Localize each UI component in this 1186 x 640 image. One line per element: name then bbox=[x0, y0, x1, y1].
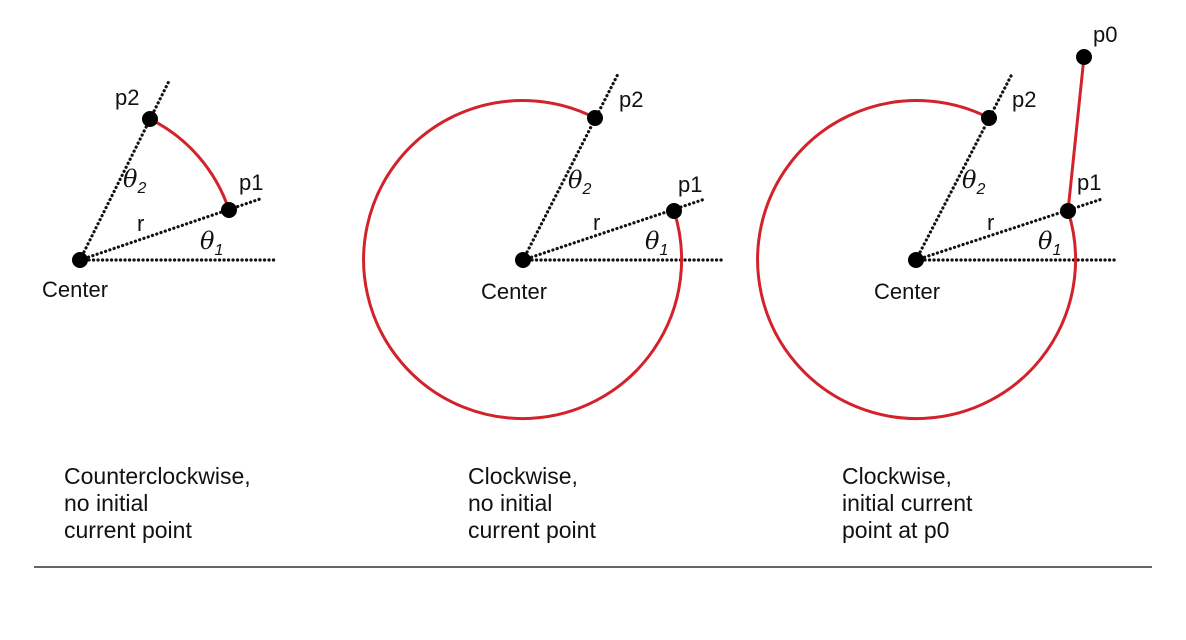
p2-label: p2 bbox=[115, 85, 139, 110]
p1-point bbox=[221, 202, 237, 218]
theta2-label: θ2 bbox=[568, 166, 591, 198]
caption-line-1: Clockwise, bbox=[468, 463, 578, 489]
p2-label: p2 bbox=[619, 87, 643, 112]
p1-label: p1 bbox=[239, 170, 263, 195]
p2-label: p2 bbox=[1012, 87, 1036, 112]
caption-line-2: initial current bbox=[842, 490, 973, 516]
center-label: Center bbox=[42, 277, 108, 302]
radius-label: r bbox=[593, 210, 600, 235]
radius-label: r bbox=[987, 210, 994, 235]
caption-line-3: current point bbox=[64, 517, 192, 543]
p2-point bbox=[142, 111, 158, 127]
p1-label: p1 bbox=[1077, 170, 1101, 195]
theta1-label: θ1 bbox=[1038, 227, 1061, 259]
p2-ray bbox=[914, 72, 1014, 262]
theta1-label: θ1 bbox=[200, 227, 223, 259]
p1-point bbox=[1060, 203, 1076, 219]
p1-point bbox=[666, 203, 682, 219]
p1-ray bbox=[521, 197, 707, 262]
panel-clockwise-initial-point: p0 p2 p1 r θ2 θ1 Center Clockwise, initi… bbox=[756, 22, 1119, 543]
caption-line-2: no initial bbox=[468, 490, 552, 516]
center-point bbox=[515, 252, 531, 268]
p2-point bbox=[587, 110, 603, 126]
theta2-label: θ2 bbox=[962, 166, 985, 198]
caption-line-2: no initial bbox=[64, 490, 148, 516]
p2-point bbox=[981, 110, 997, 126]
radius-label: r bbox=[137, 211, 144, 236]
center-label: Center bbox=[481, 279, 547, 304]
theta2-label: θ2 bbox=[123, 165, 146, 197]
center-point bbox=[72, 252, 88, 268]
caption-line-3: current point bbox=[468, 517, 596, 543]
p0-label: p0 bbox=[1093, 22, 1117, 47]
theta1-label: θ1 bbox=[645, 227, 668, 259]
center-point bbox=[908, 252, 924, 268]
caption-line-3: point at p0 bbox=[842, 517, 949, 543]
caption-line-1: Clockwise, bbox=[842, 463, 952, 489]
panel-counterclockwise: p2 p1 r θ2 θ1 Center Counterclockwise, n… bbox=[42, 77, 280, 543]
arc-segment bbox=[756, 56, 1086, 421]
caption-line-1: Counterclockwise, bbox=[64, 463, 251, 489]
p2-ray bbox=[521, 72, 620, 262]
p1-label: p1 bbox=[678, 172, 702, 197]
panel-clockwise-no-initial: p2 p1 r θ2 θ1 Center Clockwise, no initi… bbox=[362, 72, 726, 543]
center-label: Center bbox=[874, 279, 940, 304]
arc-segment bbox=[149, 117, 231, 211]
p0-point bbox=[1076, 49, 1092, 65]
arc-segment bbox=[362, 99, 684, 421]
